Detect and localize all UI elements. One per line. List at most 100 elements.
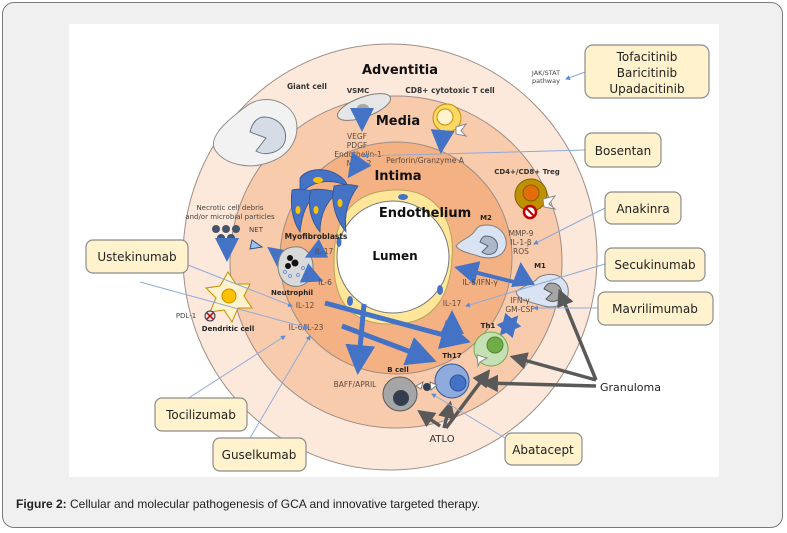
drug-box-anakinra: Anakinra [604, 191, 682, 225]
drug-box-secukinumab: Secukinumab [604, 247, 706, 282]
il6-arrow-icon [299, 263, 324, 283]
figure-caption-text: Cellular and molecular pathogenesis of G… [66, 497, 481, 511]
drug-box-tocilizumab: Tocilizumab [154, 397, 248, 432]
drug-bosentan: Bosentan [595, 144, 651, 158]
net-label: NET [249, 226, 264, 234]
m1-to-m2-arrow-icon [511, 262, 535, 288]
dendritic-label: Dendritic cell [202, 325, 254, 333]
jak-stat-label-2: pathway [532, 77, 560, 85]
pdgf-label: PDGF [347, 141, 367, 150]
drug-box-ustekinumab: Ustekinumab [85, 239, 189, 274]
media-label: Media [376, 114, 420, 129]
il17-right-label: IL-17 [443, 299, 462, 308]
jak-stat-label-1: JAK/STAT [531, 69, 560, 77]
th1-label: Th1 [481, 322, 496, 330]
m2-label: M2 [480, 214, 492, 222]
myofibroblasts [290, 169, 359, 234]
endothelial-nucleus [398, 194, 408, 200]
drug-ustekinumab: Ustekinumab [97, 250, 176, 264]
drug-guselkumab: Guselkumab [222, 448, 297, 462]
b-cell-receptor [423, 383, 431, 391]
lumen [336, 200, 450, 314]
treg-nucleus [522, 184, 540, 202]
vegf-label: VEGF [347, 132, 367, 141]
vsmc-nucleus [357, 104, 369, 112]
figure-caption-label: Figure 2: [16, 497, 67, 511]
b-cell-synapse [415, 380, 438, 391]
figure-caption: Figure 2: Cellular and molecular pathoge… [16, 497, 480, 511]
drug-box-jak: Tofacitinib Baricitinib Upadacitinib [584, 44, 710, 99]
th1-nucleus [486, 336, 504, 354]
giant-cell-label: Giant cell [287, 82, 327, 91]
cd8-arrow-icon [430, 129, 455, 154]
dendritic-nucleus [221, 288, 237, 304]
ros-label: ROS [513, 247, 529, 256]
drug-box-mavrilimumab: Mavrilimumab [597, 291, 714, 326]
drug-tofacitinib: Tofacitinib [616, 50, 678, 64]
baff-arrow-icon [345, 303, 376, 375]
drug-upadacitinib: Upadacitinib [609, 82, 684, 96]
b-cell-nucleus [393, 390, 409, 406]
intima-label: Intima [374, 169, 421, 184]
il6-ifn-arrow-icon [454, 261, 519, 285]
drug-tocilizumab: Tocilizumab [165, 408, 236, 422]
drug-abatacept: Abatacept [512, 443, 574, 457]
endothelial-nucleus [347, 296, 353, 306]
endothelial-nucleus [437, 285, 443, 295]
pdl1-label: PDL-1 [176, 312, 196, 320]
endothelial-nucleus [336, 237, 342, 247]
baff-label: BAFF/APRIL [334, 380, 378, 389]
m1-nucleus [543, 282, 562, 302]
mmp2-arrow-icon [347, 151, 372, 179]
ifng-th1-arrow-icon [499, 312, 522, 336]
net-triangle [249, 239, 264, 250]
endothelium-label: Endothelium [379, 206, 471, 221]
necrotic-label-1: Necrotic cell debris [196, 204, 263, 212]
drug-box-abatacept: Abatacept [504, 432, 583, 466]
drug-anakinra: Anakinra [616, 202, 669, 216]
gmcsf-label: GM-CSF [505, 305, 534, 314]
drug-box-bosentan: Bosentan [584, 132, 662, 168]
cd8-receptor [455, 123, 468, 137]
giant-cell-nucleus [249, 116, 287, 155]
atlo-arrows [417, 369, 491, 430]
granuloma-label: Granuloma [600, 381, 661, 394]
perforin-label: Perforin/Granzyme A [386, 156, 465, 165]
treg-receptor [542, 195, 557, 210]
il12-th1-arrow-icon [324, 300, 471, 349]
pdl1-marker [204, 310, 216, 322]
myofibroblast-nuclei [295, 177, 343, 214]
il1b-label: IL-1-β [510, 238, 531, 247]
adventitia-label: Adventitia [362, 63, 438, 78]
il17-left-label: IL-17 [315, 247, 334, 256]
pdl1-x-icon: ✕ [205, 311, 214, 323]
m1-label: M1 [534, 262, 546, 270]
th17-label: Th17 [442, 352, 462, 360]
treg-inhibited-slash [525, 207, 535, 217]
atlo-label: ATLO [429, 434, 454, 445]
neutrophil-label: Neutrophil [271, 289, 313, 297]
myofibroblasts-label: Myofibroblasts [285, 232, 348, 241]
il6-ifn-label: IL-6/IFN-γ [462, 278, 498, 287]
b-cell-label: B cell [387, 366, 408, 374]
neutrophil-cell [277, 246, 314, 287]
ifng-label: IFN-γ [510, 296, 530, 305]
m2-nucleus [479, 235, 498, 255]
th1-receptor [476, 354, 489, 368]
drug-mavrilimumab: Mavrilimumab [612, 302, 698, 316]
neutrophil-nucleus [285, 255, 299, 269]
mmp9-label: MMP-9 [509, 229, 534, 238]
il17-left-arrow-icon [304, 238, 329, 258]
necrotic-label-2: and/or microbial particles [185, 213, 275, 221]
drug-connector-lines [139, 71, 606, 439]
il6-label: IL-6 [318, 278, 332, 287]
il12-label: IL-12 [296, 301, 315, 310]
drug-baricitinib: Baricitinib [617, 66, 677, 80]
drug-secukinumab: Secukinumab [614, 258, 695, 272]
th17-nucleus [449, 374, 467, 392]
treg-label: CD4+/CD8+ Treg [494, 168, 560, 176]
mmp2-label: MMP-2 [347, 159, 372, 168]
granuloma-arrows [480, 288, 598, 393]
cd8-label: CD8+ cytotoxic T cell [405, 86, 495, 95]
